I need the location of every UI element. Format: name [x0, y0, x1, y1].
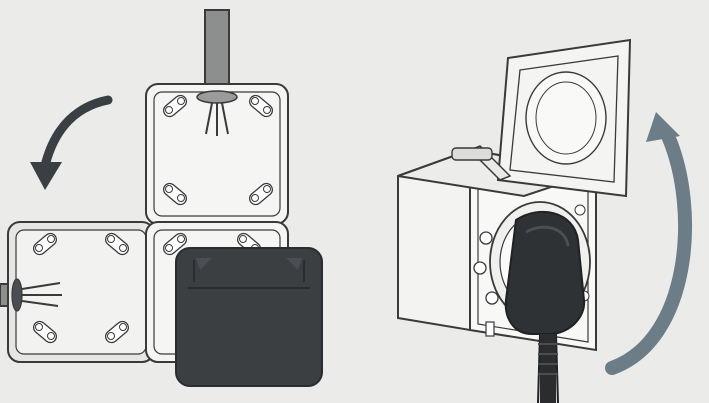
left-cable-entry: [12, 279, 22, 311]
left-module: [8, 222, 154, 362]
left-panel: [0, 10, 322, 386]
top-module: [146, 84, 288, 224]
socket-module: [176, 248, 322, 386]
inserted-plug: [506, 212, 584, 403]
right-panel: [398, 40, 685, 403]
curved-arrow-down-left-icon: [30, 100, 108, 190]
top-cable-entry: [197, 91, 237, 103]
